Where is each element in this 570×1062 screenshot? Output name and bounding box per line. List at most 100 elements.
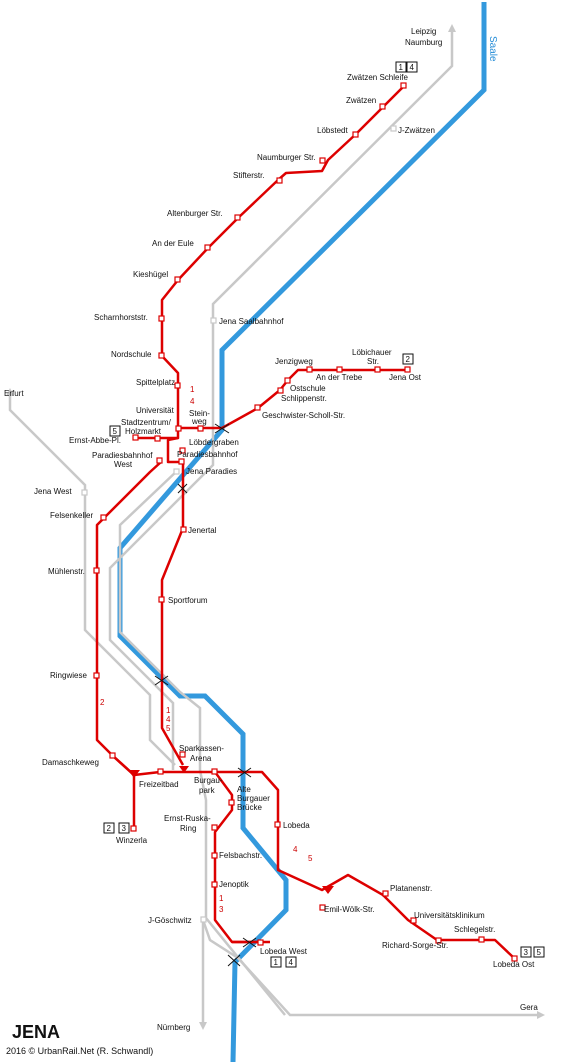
line-number-goeschwitz-3: 3 <box>219 905 224 914</box>
label-alte-burgauer-bruecke-1: Alte <box>237 785 251 794</box>
line-box-ernst-abbe-1: 5 <box>113 427 118 436</box>
label-jenertal: Jenertal <box>188 526 217 535</box>
label-burgaupark-2: park <box>199 786 216 795</box>
line-box-loebichauer: 2 <box>402 353 414 365</box>
label-alte-burgauer-bruecke-3: Brücke <box>237 803 262 812</box>
map-title: JENA <box>12 1022 60 1042</box>
label-schlegelstr: Schlegelstr. <box>454 925 495 934</box>
label-jenzigweg: Jenzigweg <box>275 357 313 366</box>
label-steinweg-1: Stein- <box>189 409 210 418</box>
label-emil-woelk-str: Emil-Wölk-Str. <box>324 905 375 914</box>
label-zwaetzen: Zwätzen <box>346 96 376 105</box>
label-ernst-ruska-ring-2: Ring <box>180 824 196 833</box>
label-j-goeschwitz: J-Göschwitz <box>148 916 192 925</box>
label-j-zwaetzen: J-Zwätzen <box>398 126 435 135</box>
stop-labels: Zwätzen Schleife Zwätzen Löbstedt Naumbu… <box>42 73 535 969</box>
label-richard-sorge-str: Richard-Sorge-Str. <box>382 941 448 950</box>
rail-station-labels: J-Zwätzen Jena Saalbahnhof Jena West Jen… <box>34 126 435 925</box>
label-ernst-ruska-ring-1: Ernst-Ruska- <box>164 814 211 823</box>
line-number-north-1: 1 <box>190 385 195 394</box>
line-box-lobeda-west-2: 4 <box>289 958 294 967</box>
label-stifterstr: Stifterstr. <box>233 171 265 180</box>
label-ostschule: Ostschule <box>290 384 326 393</box>
label-jena-paradies: Jena Paradies <box>186 467 237 476</box>
line-box-lobeda-ost-1: 3 <box>524 948 529 957</box>
label-jenoptik: Jenoptik <box>219 880 250 889</box>
label-loebstedt: Löbstedt <box>317 126 348 135</box>
label-erfurt: Erfurt <box>4 389 24 398</box>
label-altenburger-str: Altenburger Str. <box>167 209 223 218</box>
line-box-winzerla-2: 3 <box>122 824 127 833</box>
label-an-der-eule: An der Eule <box>152 239 194 248</box>
river-saale: Saale <box>117 2 498 1062</box>
line-number-south-5: 5 <box>166 724 171 733</box>
rail-labels: Leipzig Naumburg Erfurt Nürnberg Gera <box>4 27 538 1032</box>
label-steinweg-2: weg <box>191 417 207 426</box>
label-loebichauer-1: Löbichauer <box>352 348 392 357</box>
label-an-der-trebe: An der Trebe <box>316 373 363 382</box>
railway-arrows <box>6 24 545 1030</box>
river-label: Saale <box>487 36 498 62</box>
label-lobeda-west: Lobeda West <box>260 947 308 956</box>
label-paradiesbahnhof: Paradiesbahnhof <box>177 450 238 459</box>
label-alte-burgauer-bruecke-2: Burgauer <box>237 794 270 803</box>
label-leipzig: Leipzig <box>411 27 436 36</box>
label-stadtzentrum-1: Stadtzentrum/ <box>121 418 172 427</box>
label-loebichauer-2: Str. <box>367 357 379 366</box>
line-box-lobeda-west: 1 4 <box>270 956 297 968</box>
label-lobeda-ost: Lobeda Ost <box>493 960 535 969</box>
line-box-winzerla: 2 3 <box>103 822 130 834</box>
label-kieshuegel: Kieshügel <box>133 270 168 279</box>
label-nordschule: Nordschule <box>111 350 152 359</box>
label-loebdergraben: Löbdergraben <box>189 438 239 447</box>
label-jena-west: Jena West <box>34 487 72 496</box>
line-box-lobeda-west-1: 1 <box>274 958 279 967</box>
label-sparkassen-2: Arena <box>190 754 212 763</box>
line-numbers: 1 4 2 1 4 5 4 5 1 3 <box>100 385 313 914</box>
label-jena-ost: Jena Ost <box>389 373 422 382</box>
line-box-ernst-abbe: 5 <box>109 425 121 437</box>
stop-markers <box>93 82 518 962</box>
line-number-north-4: 4 <box>190 397 195 406</box>
line-box-lobeda-ost: 3 5 <box>520 946 545 958</box>
label-paradiesbahnhof-west-2: West <box>114 460 133 469</box>
label-burgaupark-1: Burgau- <box>194 776 223 785</box>
label-gera: Gera <box>520 1003 538 1012</box>
label-ernst-abbe-pl: Ernst-Abbe-Pl. <box>69 436 121 445</box>
map-credit: 2016 © UrbanRail.Net (R. Schwandl) <box>6 1046 153 1056</box>
line-box-lobeda-ost-2: 5 <box>537 948 542 957</box>
line-boxes: 1 4 2 5 2 3 1 4 3 5 <box>103 61 545 968</box>
line-number-south-4: 4 <box>166 715 171 724</box>
label-ringwiese: Ringwiese <box>50 671 87 680</box>
rail-station-markers <box>81 125 397 923</box>
label-platanenstr: Platanenstr. <box>390 884 432 893</box>
line-number-lobeda-5: 5 <box>308 854 313 863</box>
line-number-lobeda-4: 4 <box>293 845 298 854</box>
line-number-south-1: 1 <box>166 706 171 715</box>
label-naumburger-str: Naumburger Str. <box>257 153 316 162</box>
line-box-zwaetzen-1: 1 <box>399 63 404 72</box>
label-universitaet: Universität <box>136 406 175 415</box>
line-box-winzerla-1: 2 <box>107 824 112 833</box>
label-sparkassen-1: Sparkassen- <box>179 744 224 753</box>
label-spittelplatz: Spittelplatz <box>136 378 175 387</box>
label-schlippenstr: Schlippenstr. <box>281 394 327 403</box>
label-damaschkeweg: Damaschkeweg <box>42 758 99 767</box>
line-box-zwaetzen: 1 4 <box>395 61 418 73</box>
label-stadtzentrum-2: Holzmarkt <box>125 427 162 436</box>
bridge-crossings <box>154 423 257 967</box>
label-scharnhorststr: Scharnhorststr. <box>94 313 148 322</box>
line-number-goeschwitz-1: 1 <box>219 894 224 903</box>
label-felsenkeller: Felsenkeller <box>50 511 93 520</box>
line-box-loebichauer-1: 2 <box>406 355 411 364</box>
junction-markers <box>128 766 334 894</box>
label-freizeitbad: Freizeitbad <box>139 780 179 789</box>
label-geschwister-scholl-str: Geschwister-Scholl-Str. <box>262 411 345 420</box>
label-lobeda: Lobeda <box>283 821 310 830</box>
label-jena-saalbahnhof: Jena Saalbahnhof <box>219 317 284 326</box>
label-universitaetsklinikum: Universitätsklinikum <box>414 911 485 920</box>
railway-lines <box>8 30 540 1025</box>
line-number-west-2: 2 <box>100 698 105 707</box>
label-muehlenstr: Mühlenstr. <box>48 567 85 576</box>
